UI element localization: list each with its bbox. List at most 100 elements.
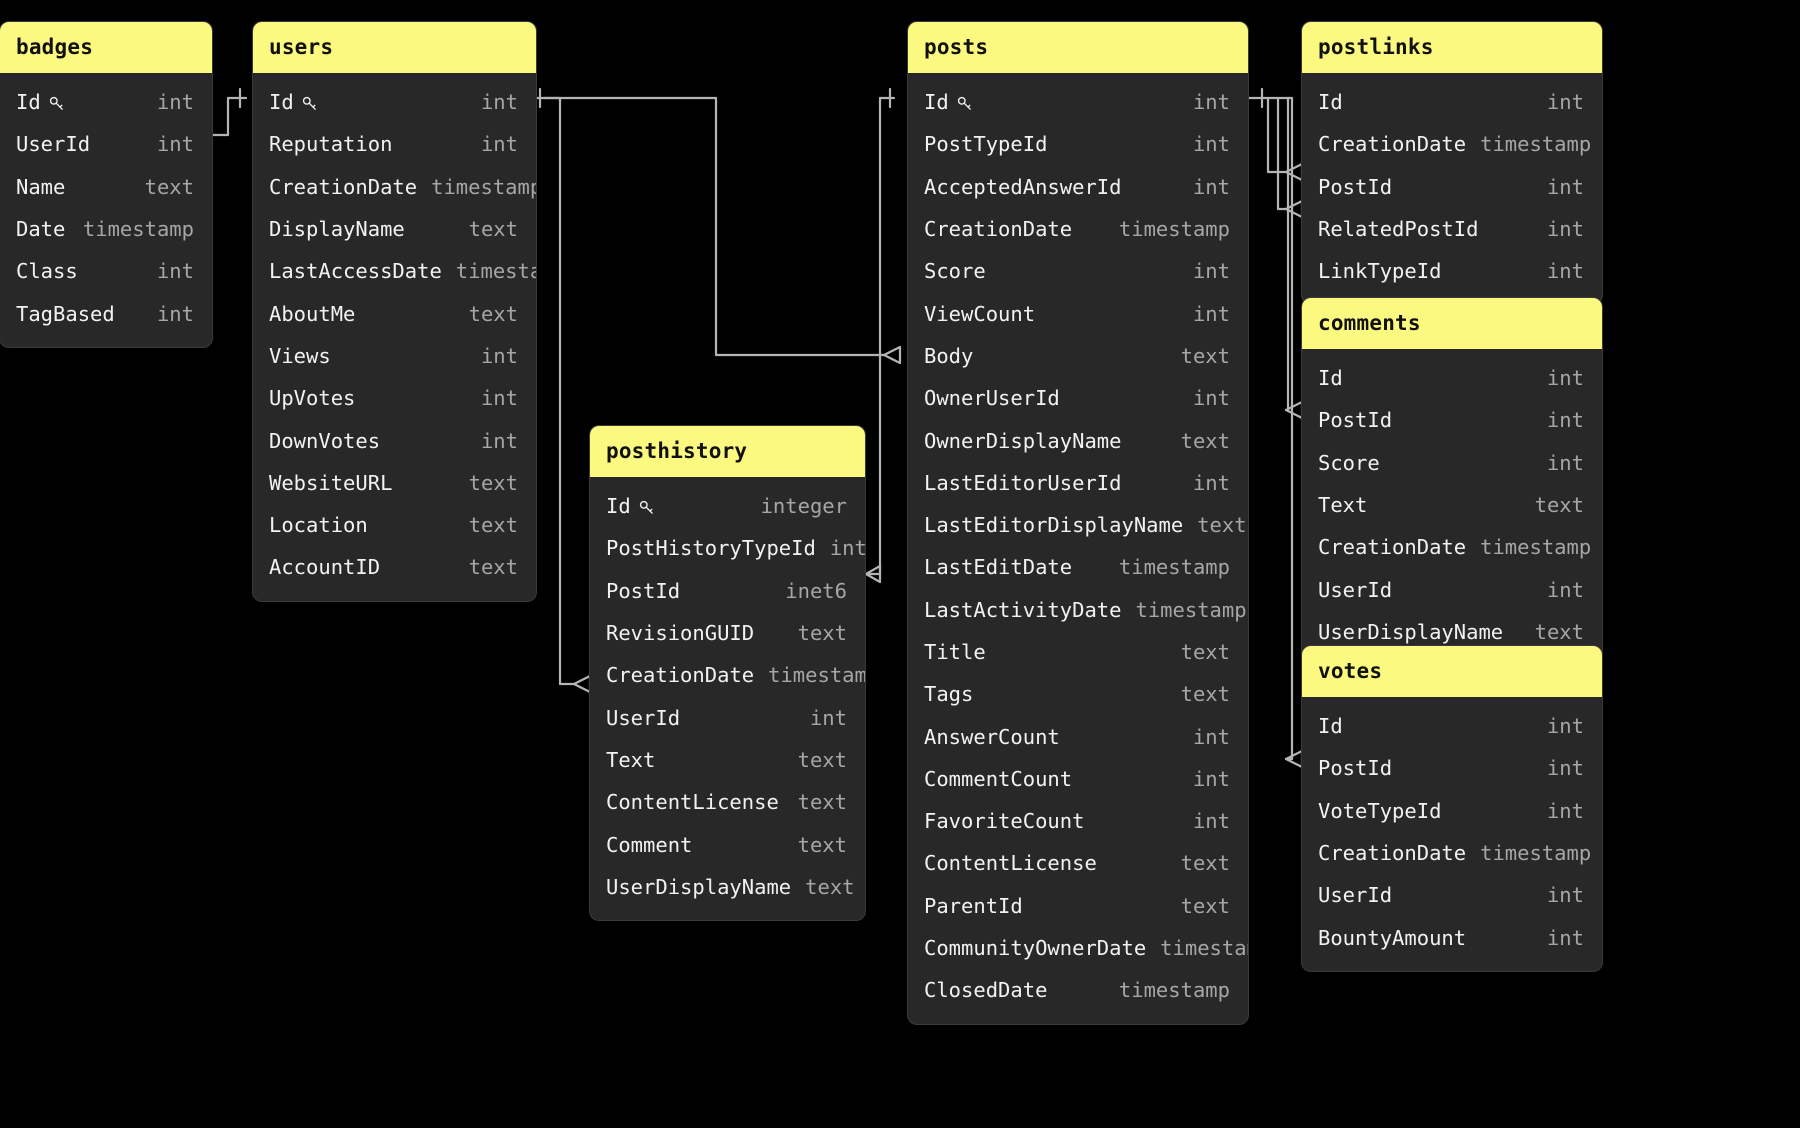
field-type: text	[797, 790, 847, 815]
field-name-wrap: Class	[16, 259, 78, 283]
table-title-posthistory[interactable]: posthistory	[590, 426, 865, 477]
field-type: timestamp	[455, 259, 536, 284]
table-title-comments[interactable]: comments	[1302, 298, 1602, 349]
table-title-badges[interactable]: badges	[0, 22, 212, 73]
field-type: int	[1192, 174, 1230, 199]
table-title-postlinks[interactable]: postlinks	[1302, 22, 1602, 73]
field-type: text	[797, 621, 847, 646]
table-title-votes[interactable]: votes	[1302, 646, 1602, 697]
field-name: Text	[1318, 493, 1368, 518]
field-name: UserId	[606, 705, 681, 730]
field-name-wrap: Body	[924, 344, 973, 368]
field-name: WebsiteURL	[269, 470, 393, 495]
field-type: timestamp	[1160, 936, 1248, 961]
table-title-posts[interactable]: posts	[908, 22, 1248, 73]
field-name-wrap: UserId	[1318, 578, 1392, 602]
table-title-users[interactable]: users	[253, 22, 536, 73]
field-name-wrap: OwnerUserId	[924, 386, 1060, 410]
field-name: PostId	[1318, 408, 1393, 433]
field-name-wrap: TagBased	[16, 302, 115, 326]
field-name-wrap: Id	[1318, 714, 1343, 738]
field-row[interactable]: LastAccessDatetimestamp	[253, 250, 536, 292]
field-row[interactable]: CommunityOwnerDatetimestamp	[908, 927, 1248, 969]
field-name: UserId	[16, 132, 91, 157]
